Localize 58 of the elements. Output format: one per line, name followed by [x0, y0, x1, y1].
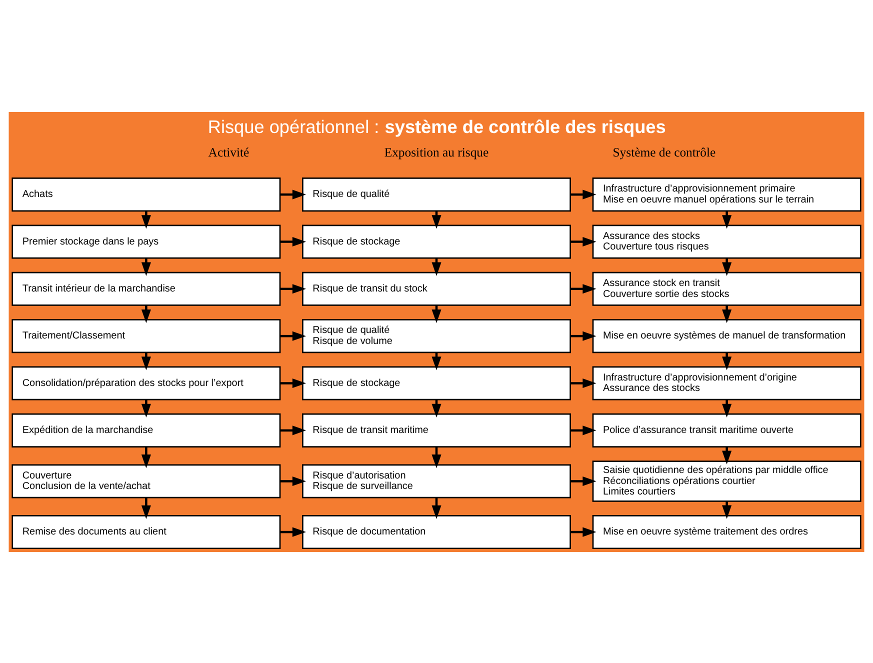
node-box: Mise en oeuvre système traitement des ordres [592, 514, 862, 549]
arrow [570, 378, 596, 388]
node-box: Mise en oeuvre systèmes de manuel de transformation [592, 318, 862, 353]
arrow [280, 236, 306, 246]
node-box: Assurance des stocks Couverture tous risques [592, 224, 862, 258]
arrow [570, 236, 596, 246]
node-box: Risque de qualité Risque de volume [302, 318, 571, 353]
arrow [141, 304, 151, 323]
arrow [280, 189, 306, 199]
arrow [570, 330, 596, 340]
arrow [280, 330, 306, 340]
arrow [722, 352, 732, 370]
arrow [141, 399, 151, 417]
node-box: Risque de stockage [302, 366, 571, 400]
diagram-title: Risque opérationnel : système de contrôle des risques [208, 116, 666, 136]
arrow [570, 189, 596, 199]
node-box: Risque de stockage [302, 224, 571, 258]
node-box: Saisie quotidienne des opérations par middle office Réconciliations opérations courtier Limites courtiers [592, 460, 862, 502]
node-box: Couverture Conclusion de la vente/achat [12, 464, 281, 498]
arrow [570, 284, 596, 294]
node-box: Risque de transit maritime [302, 412, 571, 447]
arrow [722, 446, 732, 464]
node-box: Infrastructure d’approvisionnement primaire Mise en oeuvre manuel opérations sur le terrain [592, 177, 862, 212]
arrow [141, 210, 151, 228]
arrow [280, 284, 306, 294]
arrow [570, 526, 596, 536]
arrow [141, 352, 151, 370]
node-box: Traitement/Classement [12, 318, 281, 353]
node-box: Expédition de la marchandise [12, 412, 281, 447]
arrow [141, 497, 151, 518]
node-box: Transit intérieur de la marchandise [12, 271, 281, 306]
arrow [280, 476, 306, 486]
node-box: Achats [12, 177, 281, 212]
arrow [722, 258, 732, 276]
node-box: Consolidation/préparation des stocks pour l’export [12, 366, 281, 400]
label: Système de contrôle [612, 145, 716, 160]
node-box: Infrastructure d’approvisionnement d’origine Assurance des stocks [592, 366, 862, 400]
arrow [722, 304, 732, 323]
node-box: Risque de documentation [302, 514, 571, 549]
arrow [280, 526, 306, 536]
node-box: Police d’assurance transit maritime ouverte [592, 412, 862, 447]
arrow [280, 378, 306, 388]
arrow [722, 500, 732, 518]
arrow [570, 476, 596, 486]
arrow [141, 446, 151, 468]
node-box: Assurance stock en transit Couverture sortie des stocks [592, 271, 862, 306]
node-box: Remise des documents au client [12, 514, 281, 549]
arrow [141, 258, 151, 276]
node-box: Risque de qualité [302, 177, 571, 212]
arrow [722, 210, 732, 228]
node-box: Risque d’autorisation Risque de surveillance [302, 464, 571, 498]
node-box: Premier stockage dans le pays [12, 224, 281, 258]
label: Exposition au risque [384, 145, 489, 160]
arrow [722, 399, 732, 417]
node-box: Risque de transit du stock [302, 271, 571, 306]
arrow [570, 425, 596, 435]
arrow [280, 425, 306, 435]
label: Activité [208, 145, 250, 160]
